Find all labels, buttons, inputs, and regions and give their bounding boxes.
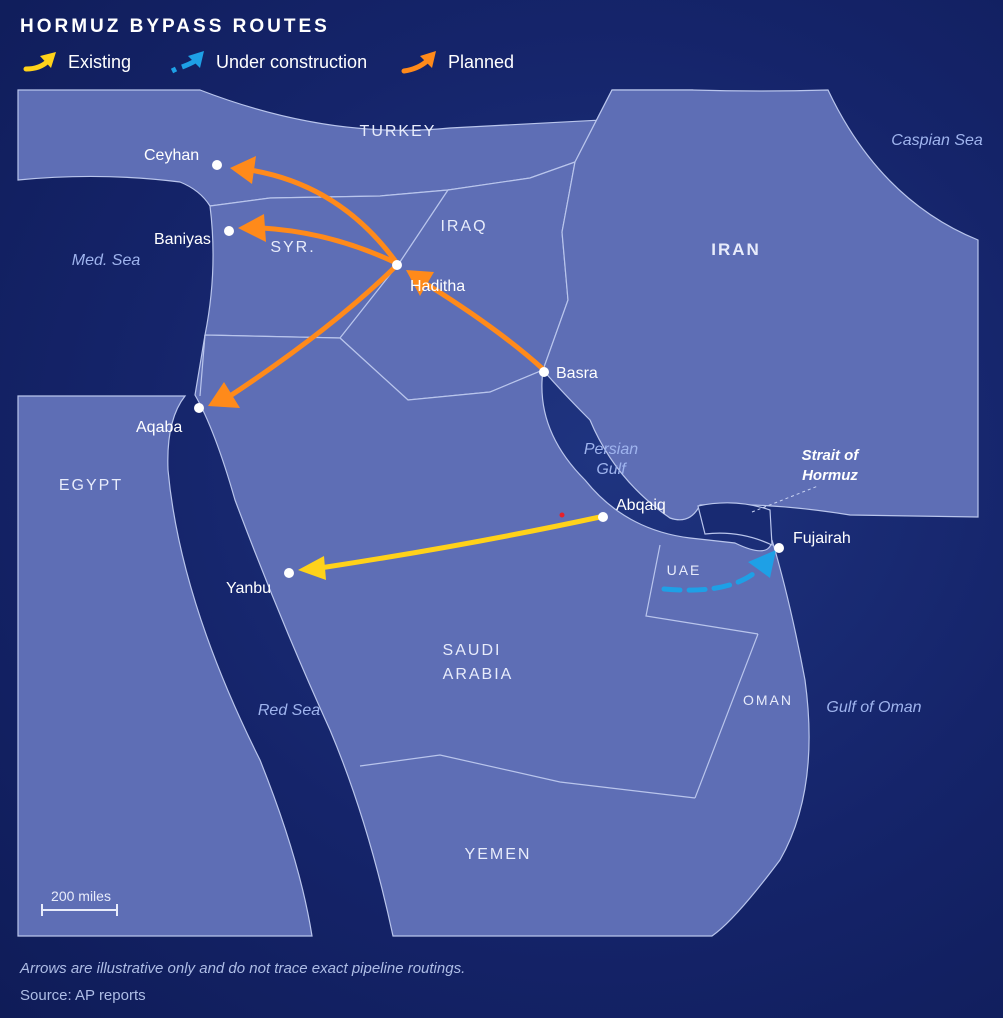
- sea-label-persian-1: Persian: [584, 441, 638, 458]
- uae-border: [645, 544, 759, 635]
- city-label-haditha: Haditha: [410, 278, 465, 295]
- city-dot-baniyas: [224, 226, 234, 236]
- saudi-yemen-border: [359, 754, 696, 799]
- country-label-iran: IRAN: [711, 240, 761, 259]
- country-label-egypt: EGYPT: [59, 477, 123, 494]
- route-abqaiq-yanbu: [317, 514, 603, 571]
- scale-bar: [41, 904, 118, 916]
- country-label-saudi-1: SAUDI: [443, 642, 502, 659]
- route-haditha-aqaba: [227, 265, 397, 399]
- map-title: HORMUZ BYPASS ROUTES: [20, 16, 330, 37]
- legend-under-construction: Under construction: [168, 44, 367, 80]
- arrowhead-ceyhan: [230, 156, 256, 184]
- city-label-basra: Basra: [556, 365, 598, 382]
- sea-label-red: Red Sea: [258, 702, 320, 719]
- country-label-oman: OMAN: [743, 692, 793, 708]
- iran-region: [542, 89, 979, 521]
- city-dot-yanbu: [284, 568, 294, 578]
- city-dot-fujairah: [774, 543, 784, 553]
- legend-existing: Existing: [20, 44, 131, 80]
- country-label-iraq: IRAQ: [440, 218, 487, 235]
- city-dot-haditha: [392, 260, 402, 270]
- jordan-border: [199, 334, 206, 397]
- legend-planned: Planned: [400, 44, 514, 80]
- arrowhead-fujairah: [748, 550, 776, 578]
- red-marker: [559, 512, 565, 518]
- sea-label-med: Med. Sea: [72, 252, 141, 269]
- city-label-yanbu: Yanbu: [226, 580, 271, 597]
- country-label-yemen: YEMEN: [465, 846, 532, 863]
- city-dot-aqaba: [194, 403, 204, 413]
- orange-arrow-icon: [401, 51, 436, 74]
- source-credit: Source: AP reports: [20, 987, 146, 1004]
- city-label-ceyhan: Ceyhan: [144, 147, 199, 164]
- legend-existing-label: Existing: [68, 51, 132, 72]
- route-basra-haditha: [425, 282, 547, 373]
- yellow-arrow-icon: [23, 52, 56, 72]
- route-uae-fujairah: [661, 567, 761, 593]
- egypt-region: [17, 395, 313, 937]
- legend-planned-label: Planned: [448, 51, 515, 72]
- city-label-aqaba: Aqaba: [136, 419, 182, 436]
- saudi-oman-border: [694, 633, 759, 799]
- city-label-fujairah: Fujairah: [793, 530, 851, 547]
- city-dot-abqaiq: [598, 512, 608, 522]
- city-label-baniyas: Baniyas: [154, 231, 211, 248]
- city-label-abqaiq: Abqaiq: [616, 497, 666, 514]
- city-dot-basra: [539, 367, 549, 377]
- country-label-turkey: TURKEY: [360, 123, 437, 140]
- strait-of-hormuz-water: [697, 502, 773, 546]
- blue-dashed-arrow-icon: [170, 51, 204, 74]
- country-label-saudi-2: ARABIA: [443, 666, 514, 683]
- sea-label-gulf-of-oman: Gulf of Oman: [826, 699, 921, 716]
- country-label-uae: UAE: [667, 562, 702, 578]
- arrowhead-baniyas: [238, 214, 266, 242]
- route-haditha-ceyhan: [247, 167, 399, 265]
- arabian-peninsula-region: [194, 334, 810, 937]
- strait-label-1: Strait of: [802, 447, 861, 464]
- city-dot-ceyhan: [212, 160, 222, 170]
- strait-label-2: Hormuz: [802, 467, 858, 484]
- footnote: Arrows are illustrative only and do not …: [20, 960, 466, 977]
- route-haditha-baniyas: [259, 225, 397, 265]
- arrowhead-haditha: [406, 270, 434, 296]
- sea-label-caspian: Caspian Sea: [891, 132, 983, 149]
- arrowhead-yanbu: [298, 556, 326, 580]
- arrowhead-aqaba: [208, 382, 240, 408]
- sea-label-persian-2: Gulf: [596, 461, 627, 478]
- country-label-syria: SYR.: [270, 239, 315, 256]
- scale-bar-label: 200 miles: [51, 888, 111, 904]
- legend-under-construction-label: Under construction: [216, 51, 368, 72]
